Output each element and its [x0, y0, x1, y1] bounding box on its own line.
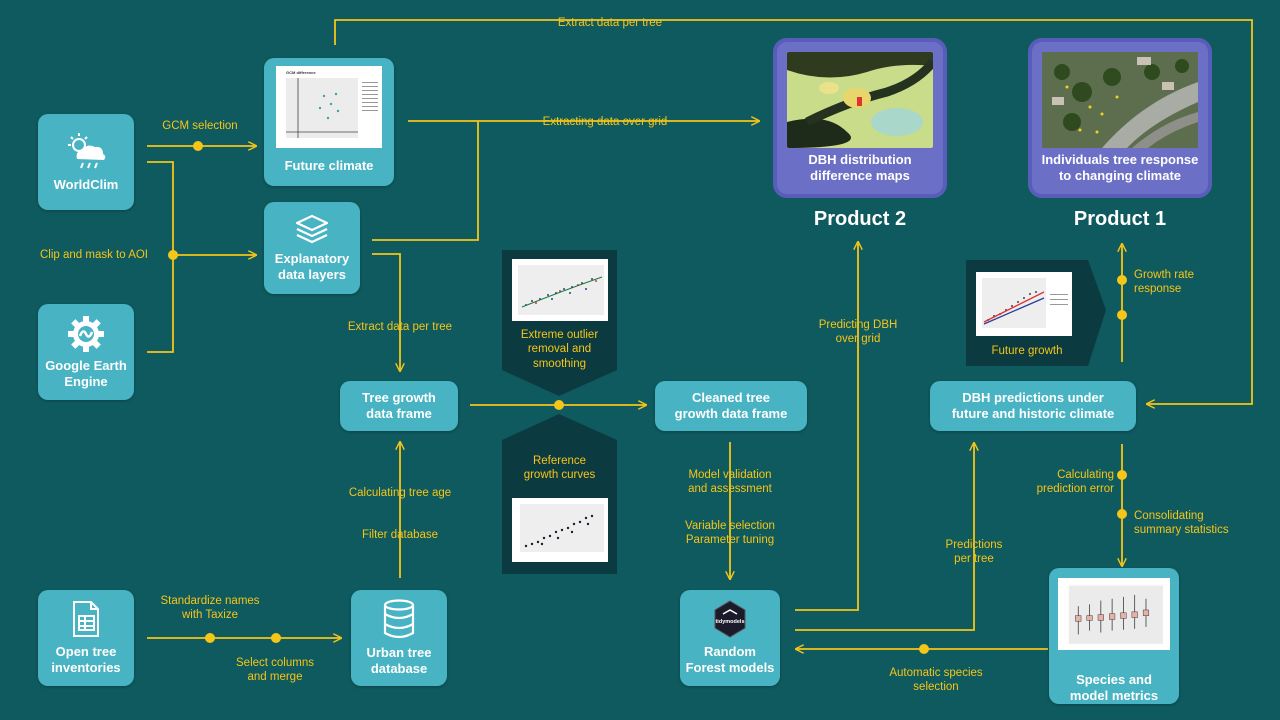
reference-thumbnail	[512, 498, 608, 562]
species-boxplot-thumbnail	[1058, 578, 1170, 650]
dbh-maps-label: DBH distribution difference maps	[808, 151, 912, 183]
layers-icon	[295, 214, 329, 243]
dbh-predictions-node[interactable]: DBH predictions under future and histori…	[930, 381, 1136, 431]
outlier-label: Extreme outlier removal and smoothing	[520, 329, 599, 370]
spreadsheet-icon	[73, 600, 99, 637]
explanatory-label: Explanatory data layers	[274, 250, 350, 282]
label-consolidating: Consolidating summary statistics	[1134, 510, 1229, 537]
database-icon	[383, 599, 415, 638]
tree-growth-df-label: Tree growth data frame	[362, 389, 436, 421]
tree-response-map-image	[1042, 52, 1198, 148]
future-growth-label: Future growth	[991, 345, 1063, 357]
outlier-thumbnail	[512, 259, 608, 321]
urban-db-label: Urban tree database	[366, 644, 432, 676]
label-predictions-per-tree: Predictions per tree	[945, 539, 1003, 566]
arrow-predictions-per-tree	[795, 444, 974, 631]
svg-text:tidymodels: tidymodels	[715, 619, 744, 625]
explanatory-node[interactable]: Explanatory data layers	[264, 202, 360, 294]
arrow-predicting-dbh	[795, 243, 858, 611]
individual-response-label: Individuals tree response to changing cl…	[1041, 151, 1199, 183]
future-growth-thumbnail	[976, 272, 1072, 336]
gear-icon	[68, 315, 104, 352]
worldclim-label: WorldClim	[53, 176, 119, 192]
species-metrics-node[interactable]: Species and model metrics	[1049, 568, 1179, 704]
label-standardize: Standardize names with Taxize	[160, 595, 260, 622]
arrow-extract-per-tree	[372, 253, 400, 370]
future-climate-label: Future climate	[284, 158, 374, 173]
rf-models-label: Random Forest models	[685, 643, 775, 675]
label-model-validation: Model validation and assessment	[688, 469, 772, 496]
label-extract-grid: Extracting data over grid	[542, 116, 668, 128]
label-growth-rate: Growth rate response	[1134, 269, 1195, 296]
label-calc-age: Calculating tree age	[348, 487, 452, 499]
label-calc-error: Calculating prediction error	[1036, 469, 1114, 496]
worldclim-node[interactable]: WorldClim	[38, 114, 134, 210]
label-predicting-dbh: Predicting DBH over grid	[818, 319, 898, 346]
arrow-explanatory-join	[372, 121, 479, 241]
label-auto-species: Automatic species selection	[889, 667, 983, 694]
product2-card[interactable]: DBH distribution difference maps	[773, 38, 947, 198]
product1-card[interactable]: Individuals tree response to changing cl…	[1028, 38, 1212, 198]
product1-title: Product 1	[1073, 208, 1167, 230]
svg-text:GCM difference: GCM difference	[286, 70, 316, 75]
label-extract-top: Extract data per tree	[557, 17, 663, 29]
label-gcm-selection: GCM selection	[162, 120, 238, 132]
future-climate-node[interactable]: GCM difference Future climate	[264, 58, 394, 186]
label-extract-per-tree: Extract data per tree	[347, 321, 453, 333]
product2-title: Product 2	[813, 208, 907, 230]
arrow-extract-top	[334, 19, 1253, 404]
tree-growth-df-node[interactable]: Tree growth data frame	[340, 381, 458, 431]
gee-node[interactable]: Google Earth Engine	[38, 304, 134, 400]
label-variable-selection: Variable selection Parameter tuning	[685, 520, 775, 547]
gee-label: Google Earth Engine	[45, 357, 127, 389]
open-inventories-node[interactable]: Open tree inventories	[38, 590, 134, 686]
dbh-map-image	[787, 52, 933, 148]
future-climate-thumbnail: GCM difference	[276, 66, 382, 148]
open-inventories-label: Open tree inventories	[51, 643, 121, 675]
dbh-predictions-label: DBH predictions under future and histori…	[951, 389, 1115, 421]
hexagon-logo-icon: tidymodels	[714, 600, 746, 638]
label-filter-db: Filter database	[361, 529, 439, 541]
label-select-columns: Select columns and merge	[236, 657, 314, 684]
sun-cloud-icon	[68, 132, 106, 169]
species-metrics-label: Species and model metrics	[1069, 671, 1159, 703]
cleaned-df-node[interactable]: Cleaned tree growth data frame	[655, 381, 807, 431]
urban-db-node[interactable]: Urban tree database	[351, 590, 447, 686]
label-clip-mask: Clip and mask to AOI	[39, 249, 149, 261]
rf-models-node[interactable]: tidymodels Random Forest models	[680, 590, 780, 686]
reference-label: Reference growth curves	[523, 455, 596, 482]
cleaned-df-label: Cleaned tree growth data frame	[674, 389, 788, 421]
